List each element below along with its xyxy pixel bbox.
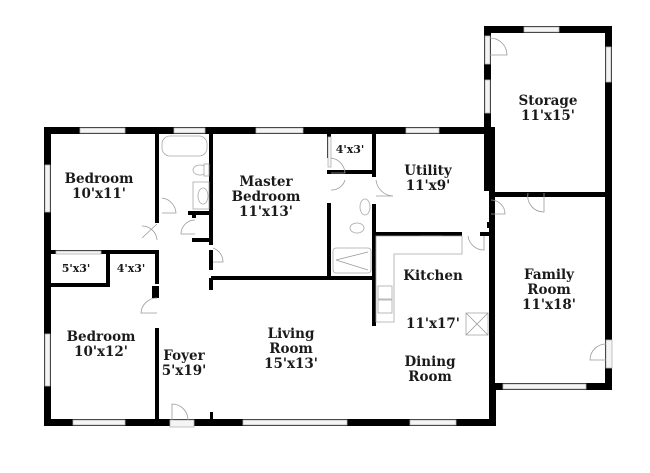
room-name-line2: Room bbox=[269, 341, 313, 357]
room-size: 4'x3' bbox=[335, 143, 365, 156]
windows bbox=[44, 26, 612, 426]
room-master-bedroom: Master Bedroom 11'x13' bbox=[232, 175, 301, 220]
doors bbox=[140, 35, 613, 428]
room-name: Bedroom bbox=[64, 171, 134, 187]
room-size: 11'x9' bbox=[405, 178, 451, 194]
interior-walls bbox=[51, 134, 493, 421]
room-size: 11'x13' bbox=[239, 204, 293, 220]
room-size: 5'x19' bbox=[161, 363, 207, 379]
room-name-line2: Room bbox=[408, 369, 452, 385]
room-master-closet: 4'x3' bbox=[336, 144, 365, 156]
room-name-line1: Family bbox=[524, 267, 574, 283]
room-living-room: Living Room 15'x13' bbox=[264, 327, 318, 372]
room-size: 4'x3' bbox=[116, 262, 146, 275]
room-size: 15'x13' bbox=[264, 356, 318, 372]
room-size: 10'x11' bbox=[72, 186, 126, 202]
room-bedroom-2: Bedroom 10'x12' bbox=[67, 330, 136, 360]
room-name-line1: Dining bbox=[404, 354, 456, 370]
room-name: Utility bbox=[404, 163, 452, 179]
room-name: Bedroom bbox=[66, 329, 136, 345]
room-name-line1: Living bbox=[267, 326, 315, 342]
room-size: 11'x15' bbox=[521, 108, 575, 124]
room-storage: Storage 11'x15' bbox=[519, 94, 578, 124]
room-family-room: Family Room 11'x18' bbox=[522, 268, 576, 313]
room-closet-2: 4'x3' bbox=[117, 263, 146, 275]
room-size: 5'x3' bbox=[61, 262, 91, 275]
room-name-line2: Bedroom bbox=[231, 189, 301, 205]
room-size: 10'x12' bbox=[74, 344, 128, 360]
room-size: 11'x18' bbox=[522, 297, 576, 313]
room-name: Kitchen bbox=[403, 268, 463, 284]
room-size: 11'x17' bbox=[406, 316, 460, 332]
room-name: Storage bbox=[518, 93, 578, 109]
room-closet-1: 5'x3' bbox=[62, 263, 91, 275]
room-kitchen: Kitchen bbox=[403, 269, 463, 284]
room-bedroom-1: Bedroom 10'x11' bbox=[65, 172, 134, 202]
room-foyer: Foyer 5'x19' bbox=[162, 349, 207, 379]
room-utility: Utility 11'x9' bbox=[404, 164, 451, 194]
room-name-line1: Master bbox=[239, 174, 293, 190]
fixtures bbox=[161, 135, 489, 336]
room-name-line2: Room bbox=[527, 282, 571, 298]
room-dining-room: Dining Room bbox=[404, 355, 455, 385]
room-name: Foyer bbox=[163, 348, 205, 364]
room-kitchen-size: 11'x17' bbox=[406, 317, 460, 332]
